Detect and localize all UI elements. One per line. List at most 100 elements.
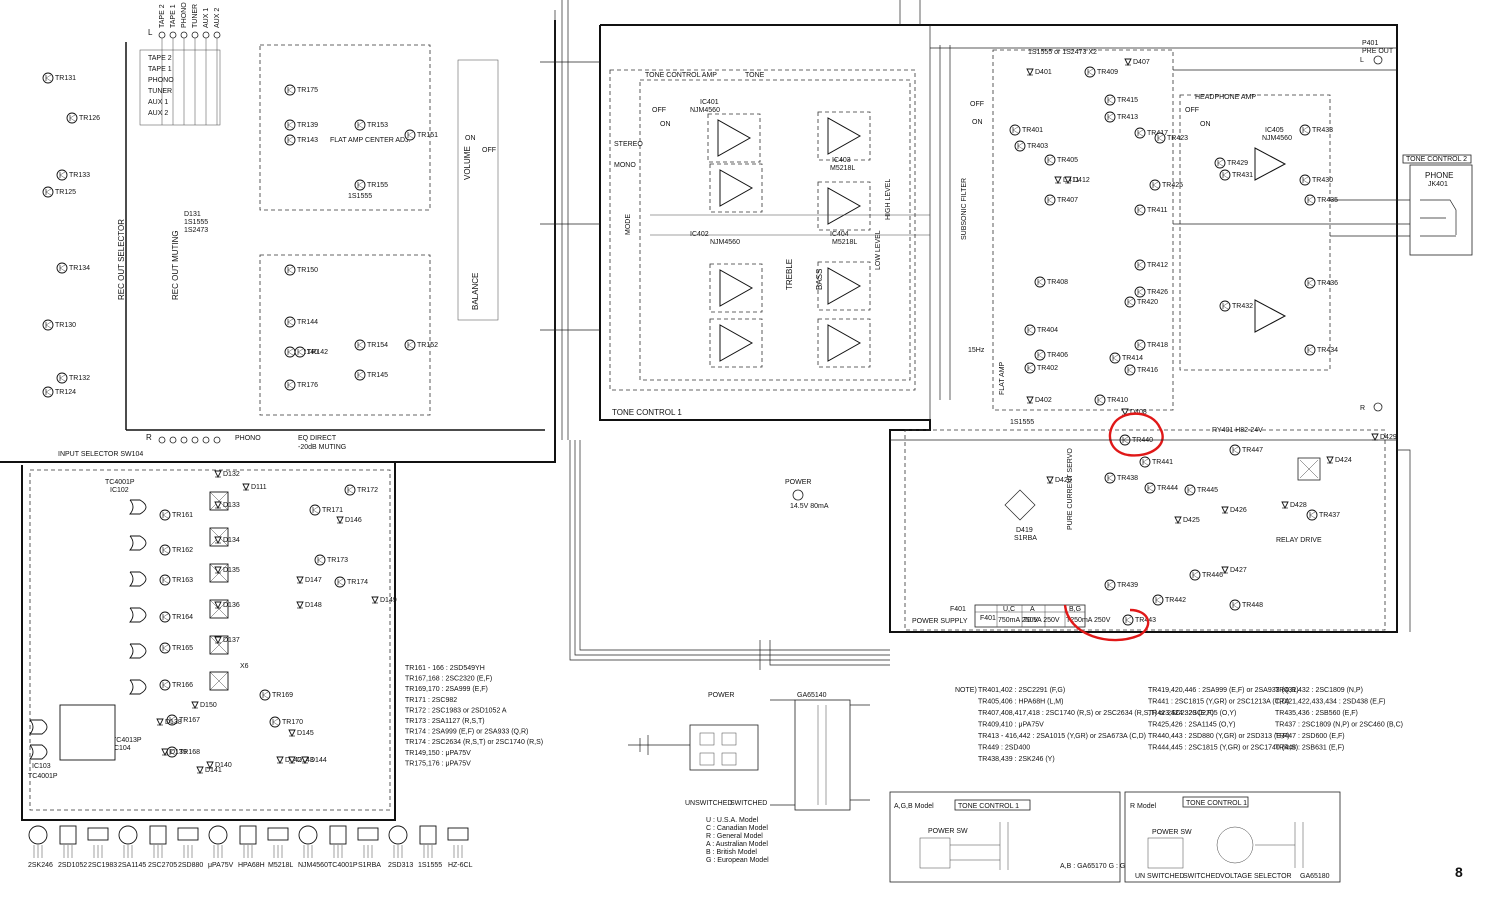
svg-text:1S1555 or 1S2473 X2: 1S1555 or 1S2473 X2	[1028, 49, 1097, 56]
transistor-label: TR124	[55, 389, 76, 396]
model-code: U : U.S.A. Model	[706, 817, 759, 824]
model-code: C : Canadian Model	[706, 825, 768, 832]
diode-label: D141	[205, 767, 222, 774]
tape-amp-blocks: FLAT AMP CENTER ADJ. 1S1555 D131 1S1555 …	[184, 44, 431, 416]
svg-text:VOLTAGE SELECTOR: VOLTAGE SELECTOR	[1220, 873, 1292, 880]
svg-text:RY401 H82-24V: RY401 H82-24V	[1212, 427, 1263, 434]
transistor: TR426	[1134, 286, 1168, 298]
transistor-label: TR439	[1117, 582, 1138, 589]
transistor-label: TR410	[1107, 397, 1128, 404]
transistor: TR401	[1009, 124, 1043, 136]
transistor: TR131	[42, 72, 76, 84]
diode-label: D407	[1133, 59, 1150, 66]
transistor: TR436	[1304, 277, 1338, 289]
svg-text:FLAT AMP CENTER ADJ.: FLAT AMP CENTER ADJ.	[330, 137, 411, 144]
svg-text:750mA 250V: 750mA 250V	[998, 617, 1038, 624]
svg-text:L: L	[1360, 57, 1364, 64]
package-outline: S1RBA	[357, 827, 381, 869]
transistor: TR416	[1124, 364, 1158, 376]
note-line: TR441 : 2SC1815 (Y,GR) or 2SC1213A (C,D)	[1148, 699, 1289, 706]
transistor: TR173	[314, 554, 348, 566]
package-outline: μPA75V	[208, 825, 234, 869]
svg-text:A: A	[1030, 606, 1035, 613]
note-line: TR401,402 : 2SC2291 (F,G)	[978, 687, 1065, 694]
svg-text:1S1555: 1S1555	[1010, 419, 1034, 426]
svg-text:UNSWITCHED: UNSWITCHED	[685, 800, 732, 807]
frame-main-board	[599, 24, 1398, 633]
transistor-label: TR432	[1232, 303, 1253, 310]
note-line: TR447 : 2SD600 (E,F)	[1275, 733, 1345, 740]
transistor-label: TR131	[55, 75, 76, 82]
transistor-label: TR415	[1117, 97, 1138, 104]
transistor: TR432	[1219, 300, 1253, 312]
transistor-label: TR404	[1037, 327, 1058, 334]
transistor: TR142	[294, 346, 328, 358]
diode: D147	[296, 576, 322, 585]
input-jack-r	[191, 436, 199, 444]
transistor: TR144	[284, 316, 318, 328]
svg-text:T0.5A 250V: T0.5A 250V	[1023, 617, 1060, 624]
package-label: 2SC2705	[148, 862, 177, 869]
svg-text:TAPE 1: TAPE 1	[148, 66, 172, 73]
package-outline: 2SK246	[28, 825, 53, 869]
volume-label: VOLUME	[463, 146, 472, 180]
input-jack-label: AUX 2	[214, 8, 221, 28]
phone-label: PHONE	[1425, 171, 1453, 180]
transistor: TR413	[1104, 111, 1138, 123]
svg-text:IC404: IC404	[830, 231, 849, 238]
diode-label: D429	[1380, 434, 1397, 441]
diode: D401	[1026, 68, 1052, 77]
svg-text:IC401: IC401	[700, 99, 719, 106]
input-jack-l	[180, 31, 188, 39]
nor-gate	[129, 607, 147, 623]
diode-label: D138	[165, 719, 182, 726]
nor-gate	[129, 643, 147, 659]
svg-text:NJM4560: NJM4560	[710, 239, 740, 246]
package-label: M5218L	[268, 862, 293, 869]
svg-text:OFF: OFF	[1185, 107, 1199, 114]
package-label: S1RBA	[358, 862, 381, 869]
svg-text:SUBSONIC FILTER: SUBSONIC FILTER	[961, 178, 968, 240]
transistor-label: TR155	[367, 182, 388, 189]
note-line: TR438,439 : 2SK246 (Y)	[978, 756, 1055, 763]
transistor-label: TR163	[172, 577, 193, 584]
package-label: μPA75V	[208, 862, 234, 869]
diode: D134	[214, 536, 240, 545]
svg-text:NOTE): NOTE)	[955, 687, 977, 694]
part-list-line: TR175,176 : μPA75V	[405, 760, 471, 767]
svg-text:B,G: B,G	[1069, 606, 1081, 613]
model-code: B : British Model	[706, 849, 757, 856]
svg-text:T250mA 250V: T250mA 250V	[1066, 617, 1111, 624]
transistor-label: TR440	[1132, 437, 1153, 444]
diode-label: D147	[305, 577, 322, 584]
note-line: TR449 : 2SD400	[978, 745, 1030, 752]
diode-label: D425	[1183, 517, 1200, 524]
volume-balance: VOLUME BALANCE ON OFF	[457, 59, 499, 321]
part-list-line: TR167,168 : 2SC2320 (E,F)	[405, 676, 492, 683]
transistor-label: TR166	[172, 682, 193, 689]
transistor: TR430	[1299, 174, 1333, 186]
diode: D424	[1326, 456, 1352, 465]
package-outline: NJM4560	[298, 825, 328, 869]
transistor-label: TR431	[1232, 172, 1253, 179]
transistor-label: TR420	[1137, 299, 1158, 306]
channel-r-label: R	[146, 433, 152, 442]
transistor-label: TR433	[1312, 127, 1333, 134]
transistor: TR431	[1219, 169, 1253, 181]
svg-text:D419: D419	[1016, 527, 1033, 534]
transistor-label: TR161	[172, 512, 193, 519]
transistor: TR441	[1139, 456, 1173, 468]
svg-text:IC103: IC103	[32, 763, 51, 770]
phono-eq-row: PHONO EQ DIRECT -20dB MUTING INPUT SELEC…	[58, 435, 346, 458]
diode: D149	[371, 596, 397, 605]
diode-label: D135	[223, 567, 240, 574]
diode-label: D427	[1230, 567, 1247, 574]
transistor: TR405	[1044, 154, 1078, 166]
diode-label: D146	[345, 517, 362, 524]
note-line: TR405,406 : HPA68H (L,M)	[978, 699, 1063, 706]
transistor-label: TR447	[1242, 447, 1263, 454]
svg-text:A,G,B Model: A,G,B Model	[894, 803, 934, 810]
transistor: TR125	[42, 186, 76, 198]
